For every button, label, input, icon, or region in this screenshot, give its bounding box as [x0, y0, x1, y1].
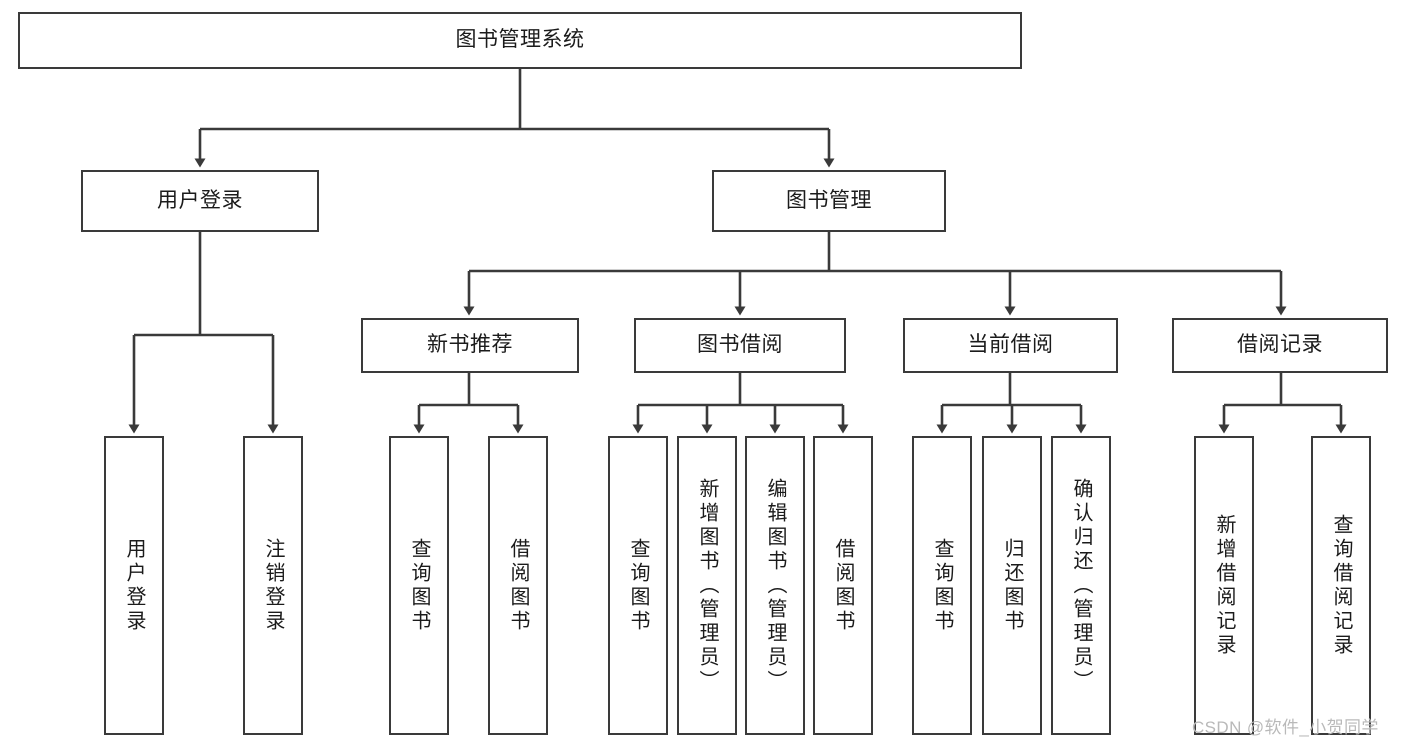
node-leaf-user-login[interactable]: 用户登录 [104, 436, 164, 735]
node-label: 编辑图书（管理员） [764, 477, 786, 694]
node-label: 查询借阅记录 [1330, 513, 1352, 658]
node-label: 查询图书 [931, 537, 953, 634]
node-leaf-add-record[interactable]: 新增借阅记录 [1194, 436, 1254, 735]
csdn-watermark: CSDN @软件_小贺同学 [1192, 718, 1379, 737]
node-leaf-query-book-1[interactable]: 查询图书 [389, 436, 449, 735]
node-leaf-borrow-book-1[interactable]: 借阅图书 [488, 436, 548, 735]
node-leaf-confirm-return[interactable]: 确认归还（管理员） [1051, 436, 1111, 735]
node-label: 查询图书 [627, 537, 649, 634]
node-leaf-edit-book[interactable]: 编辑图书（管理员） [745, 436, 805, 735]
node-label: 新增借阅记录 [1213, 513, 1235, 658]
node-label: 归还图书 [1001, 537, 1023, 634]
node-leaf-borrow-book-2[interactable]: 借阅图书 [813, 436, 873, 735]
node-book-manage[interactable]: 图书管理 [712, 170, 946, 232]
node-label: 新书推荐 [427, 333, 513, 357]
node-current-borrow[interactable]: 当前借阅 [903, 318, 1118, 373]
node-label: 确认归还（管理员） [1070, 477, 1092, 694]
node-label: 注销登录 [262, 537, 284, 634]
node-label: 当前借阅 [967, 333, 1054, 357]
node-root-system[interactable]: 图书管理系统 [18, 12, 1022, 69]
node-label: 新增图书（管理员） [696, 477, 718, 694]
node-leaf-query-book-3[interactable]: 查询图书 [912, 436, 972, 735]
node-leaf-return-book[interactable]: 归还图书 [982, 436, 1042, 735]
node-book-borrow[interactable]: 图书借阅 [634, 318, 846, 373]
node-user-login[interactable]: 用户登录 [81, 170, 319, 232]
node-label: 查询图书 [408, 537, 430, 634]
node-new-book-rec[interactable]: 新书推荐 [361, 318, 579, 373]
node-label: 图书借阅 [697, 333, 783, 357]
node-label: 用户登录 [123, 537, 145, 634]
node-label: 用户登录 [157, 188, 243, 212]
node-label: 借阅记录 [1237, 333, 1323, 357]
node-leaf-user-logout[interactable]: 注销登录 [243, 436, 303, 735]
node-label: 借阅图书 [832, 537, 854, 634]
node-leaf-query-record[interactable]: 查询借阅记录 [1311, 436, 1371, 735]
node-label: 借阅图书 [507, 537, 529, 634]
node-label: 图书管理 [786, 188, 872, 212]
node-label: 图书管理系统 [455, 28, 585, 52]
node-borrow-record[interactable]: 借阅记录 [1172, 318, 1388, 373]
node-leaf-add-book[interactable]: 新增图书（管理员） [677, 436, 737, 735]
node-leaf-query-book-2[interactable]: 查询图书 [608, 436, 668, 735]
